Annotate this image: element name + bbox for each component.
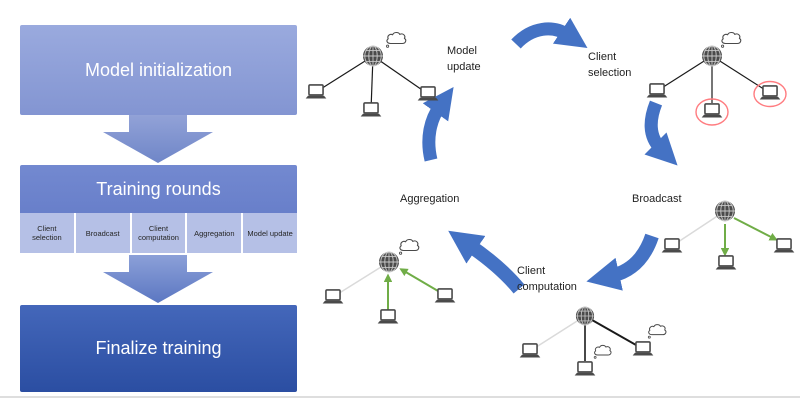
cycle-label-client-selection: Client selection: [588, 51, 632, 79]
laptop-icon: [714, 255, 738, 271]
arrow-broadcast-to-client-computation: [586, 233, 659, 291]
cluster-aggregation: [321, 238, 457, 325]
laptop-icon: [321, 289, 345, 305]
laptop-icon: [660, 238, 684, 254]
globe-icon: [701, 45, 723, 67]
speech-bubble-icon: [593, 344, 612, 359]
green-broadcast-arrow: [733, 217, 778, 241]
training-substeps: Client selection Broadcast Client comput…: [20, 213, 297, 253]
cluster-client-computation: [518, 306, 667, 377]
laptop-icon: [645, 83, 669, 99]
laptop-icon: [758, 85, 782, 101]
laptop-icon: [433, 288, 457, 304]
laptop-icon: [359, 102, 383, 118]
speech-bubble-icon: [720, 31, 742, 48]
red-selection-circle: [695, 98, 729, 126]
cluster-broadcast: [660, 200, 796, 271]
arrow-client-computation-to-aggregation: [448, 230, 525, 294]
globe-icon: [714, 200, 736, 222]
speech-bubble-icon: [647, 324, 667, 339]
laptop-icon: [304, 84, 328, 100]
flow-step-label: Finalize training: [95, 338, 222, 358]
laptop-icon: [631, 341, 655, 357]
cycle-label-model-update: Model update: [447, 45, 481, 73]
globe-icon: [362, 45, 384, 67]
laptop-icon: [416, 86, 440, 102]
arrow-model-update-to-client-selection: [511, 17, 588, 49]
cycle-label-broadcast: Broadcast: [632, 193, 682, 205]
flow-step-model-initialization: Model initialization: [20, 25, 297, 115]
arrow-client-selection-to-broadcast: [644, 100, 678, 166]
laptop-icon: [376, 309, 400, 325]
substep-broadcast: Broadcast: [75, 213, 130, 253]
substep-client-selection: Client selection: [20, 213, 74, 253]
substep-client-computation: Client computation: [131, 213, 186, 253]
laptop-icon: [772, 238, 796, 254]
laptop-icon: [518, 343, 542, 359]
substep-aggregation: Aggregation: [187, 213, 242, 253]
speech-bubble-icon: [385, 31, 407, 48]
cycle-flow-arrows: [422, 17, 678, 294]
arrow-aggregation-to-model-update: [422, 86, 454, 162]
red-selection-circle: [753, 80, 787, 108]
speech-bubble-icon: [398, 238, 420, 255]
flow-step-training-rounds: Training rounds: [20, 165, 297, 213]
substep-model-update: Model update: [243, 213, 297, 253]
laptop-icon: [700, 103, 724, 119]
cluster-client-selection: [645, 31, 787, 126]
down-block-arrow: [103, 115, 213, 163]
flow-step-label: Training rounds: [96, 178, 221, 199]
cycle-label-client-computation: Client computation: [517, 265, 577, 293]
cycle-label-aggregation: Aggregation: [400, 193, 460, 205]
cluster-model-update: [304, 31, 440, 118]
slide-bottom-divider: [0, 396, 800, 398]
laptop-icon: [573, 361, 597, 377]
down-block-arrow: [103, 255, 213, 303]
flow-step-label: Model initialization: [84, 59, 233, 80]
green-aggregation-arrow: [399, 268, 439, 292]
globe-icon: [575, 306, 595, 326]
globe-icon: [378, 251, 400, 273]
flow-step-finalize-training: Finalize training: [20, 305, 297, 392]
